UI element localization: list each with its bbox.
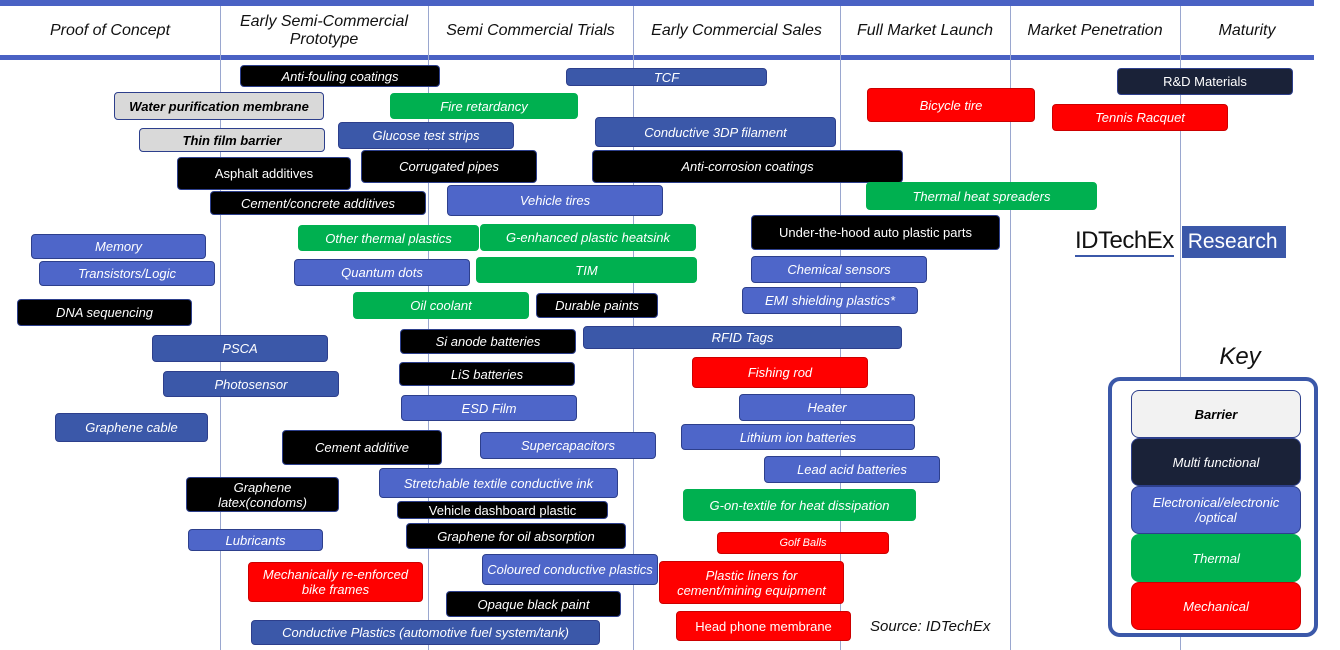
application-box: Graphene latex(condoms) — [186, 477, 339, 512]
application-box: Stretchable textile conductive ink — [379, 468, 618, 498]
application-box: Memory — [31, 234, 206, 259]
application-box: Asphalt additives — [177, 157, 351, 190]
key-item-thermal: Thermal — [1131, 534, 1301, 582]
application-box: Under-the-hood auto plastic parts — [751, 215, 1000, 250]
application-box: Graphene cable — [55, 413, 208, 442]
application-box: Golf Balls — [717, 532, 889, 554]
key-title: Key — [1219, 343, 1261, 370]
application-box: R&D Materials — [1117, 68, 1293, 95]
application-box: Lithium ion batteries — [681, 424, 915, 450]
key-item-barrier: Barrier — [1131, 390, 1301, 438]
application-box: Tennis Racquet — [1052, 104, 1228, 131]
application-box: Conductive Plastics (automotive fuel sys… — [251, 620, 600, 645]
application-box: RFID Tags — [583, 326, 902, 349]
application-box: Graphene for oil absorption — [406, 523, 626, 549]
application-box: Water purification membrane — [114, 92, 324, 120]
application-box: Bicycle tire — [867, 88, 1035, 122]
application-box: ESD Film — [401, 395, 577, 421]
stage-header-5: Market Penetration — [1027, 22, 1163, 39]
application-box: G-on-textile for heat dissipation — [683, 489, 916, 521]
application-box: Anti-fouling coatings — [240, 65, 440, 87]
application-box: EMI shielding plastics* — [742, 287, 918, 314]
application-box: Corrugated pipes — [361, 150, 537, 183]
application-box: Supercapacitors — [480, 432, 656, 459]
logo-name: IDTechEx — [1075, 227, 1174, 257]
application-box: Si anode batteries — [400, 329, 576, 354]
idtechex-logo: IDTechEx Research — [1075, 226, 1286, 258]
application-box: Conductive 3DP filament — [595, 117, 836, 147]
application-box: Cement/concrete additives — [210, 191, 426, 215]
application-box: Cement additive — [282, 430, 442, 465]
application-box: Chemical sensors — [751, 256, 927, 283]
application-box: Quantum dots — [294, 259, 470, 286]
application-box: Photosensor — [163, 371, 339, 397]
stage-header-4: Full Market Launch — [856, 22, 994, 39]
stage-header-1: Early Semi-Commercial Prototype — [239, 13, 409, 48]
application-box: Fire retardancy — [390, 93, 578, 119]
key-item-mechanical: Mechanical — [1131, 582, 1301, 630]
application-box: Vehicle tires — [447, 185, 663, 216]
stage-divider — [428, 6, 429, 650]
application-box: Durable paints — [536, 293, 658, 318]
application-box: Head phone membrane — [676, 611, 851, 641]
application-box: DNA sequencing — [17, 299, 192, 326]
application-box: Opaque black paint — [446, 591, 621, 617]
stage-divider — [1180, 6, 1181, 650]
application-box: Fishing rod — [692, 357, 868, 388]
application-box: Lubricants — [188, 529, 323, 551]
application-box: Glucose test strips — [338, 122, 514, 149]
application-box: Coloured conductive plastics — [482, 554, 658, 585]
application-box: Mechanically re-enforced bike frames — [248, 562, 423, 602]
stage-header-2: Semi Commercial Trials — [446, 22, 615, 39]
key-item-multi: Multi functional — [1131, 438, 1301, 486]
source-note: Source: IDTechEx — [870, 618, 991, 635]
application-box: Transistors/Logic — [39, 261, 215, 286]
logo-suffix: Research — [1181, 226, 1286, 258]
stage-header-6: Maturity — [1218, 22, 1276, 39]
key-item-electronical: Electronical/electronic /optical — [1131, 486, 1301, 534]
stage-header-0: Proof of Concept — [49, 22, 171, 39]
header-divider — [0, 55, 1314, 60]
application-box: Vehicle dashboard plastic — [397, 501, 608, 519]
application-box: Oil coolant — [353, 292, 529, 319]
application-box: Thin film barrier — [139, 128, 325, 152]
application-box: LiS batteries — [399, 362, 575, 386]
application-box: Lead acid batteries — [764, 456, 940, 483]
application-box: Heater — [739, 394, 915, 421]
application-box: Anti-corrosion coatings — [592, 150, 903, 183]
stage-divider — [220, 6, 221, 650]
application-box: Plastic liners for cement/mining equipme… — [659, 561, 844, 604]
application-box: Thermal heat spreaders — [866, 182, 1097, 210]
stage-header-3: Early Commercial Sales — [651, 22, 822, 39]
application-box: TIM — [476, 257, 697, 283]
application-box: G-enhanced plastic heatsink — [480, 224, 696, 251]
application-box: Other thermal plastics — [298, 225, 479, 251]
top-bar — [0, 0, 1314, 6]
application-box: PSCA — [152, 335, 328, 362]
application-box: TCF — [566, 68, 767, 86]
stage-divider — [1010, 6, 1011, 650]
